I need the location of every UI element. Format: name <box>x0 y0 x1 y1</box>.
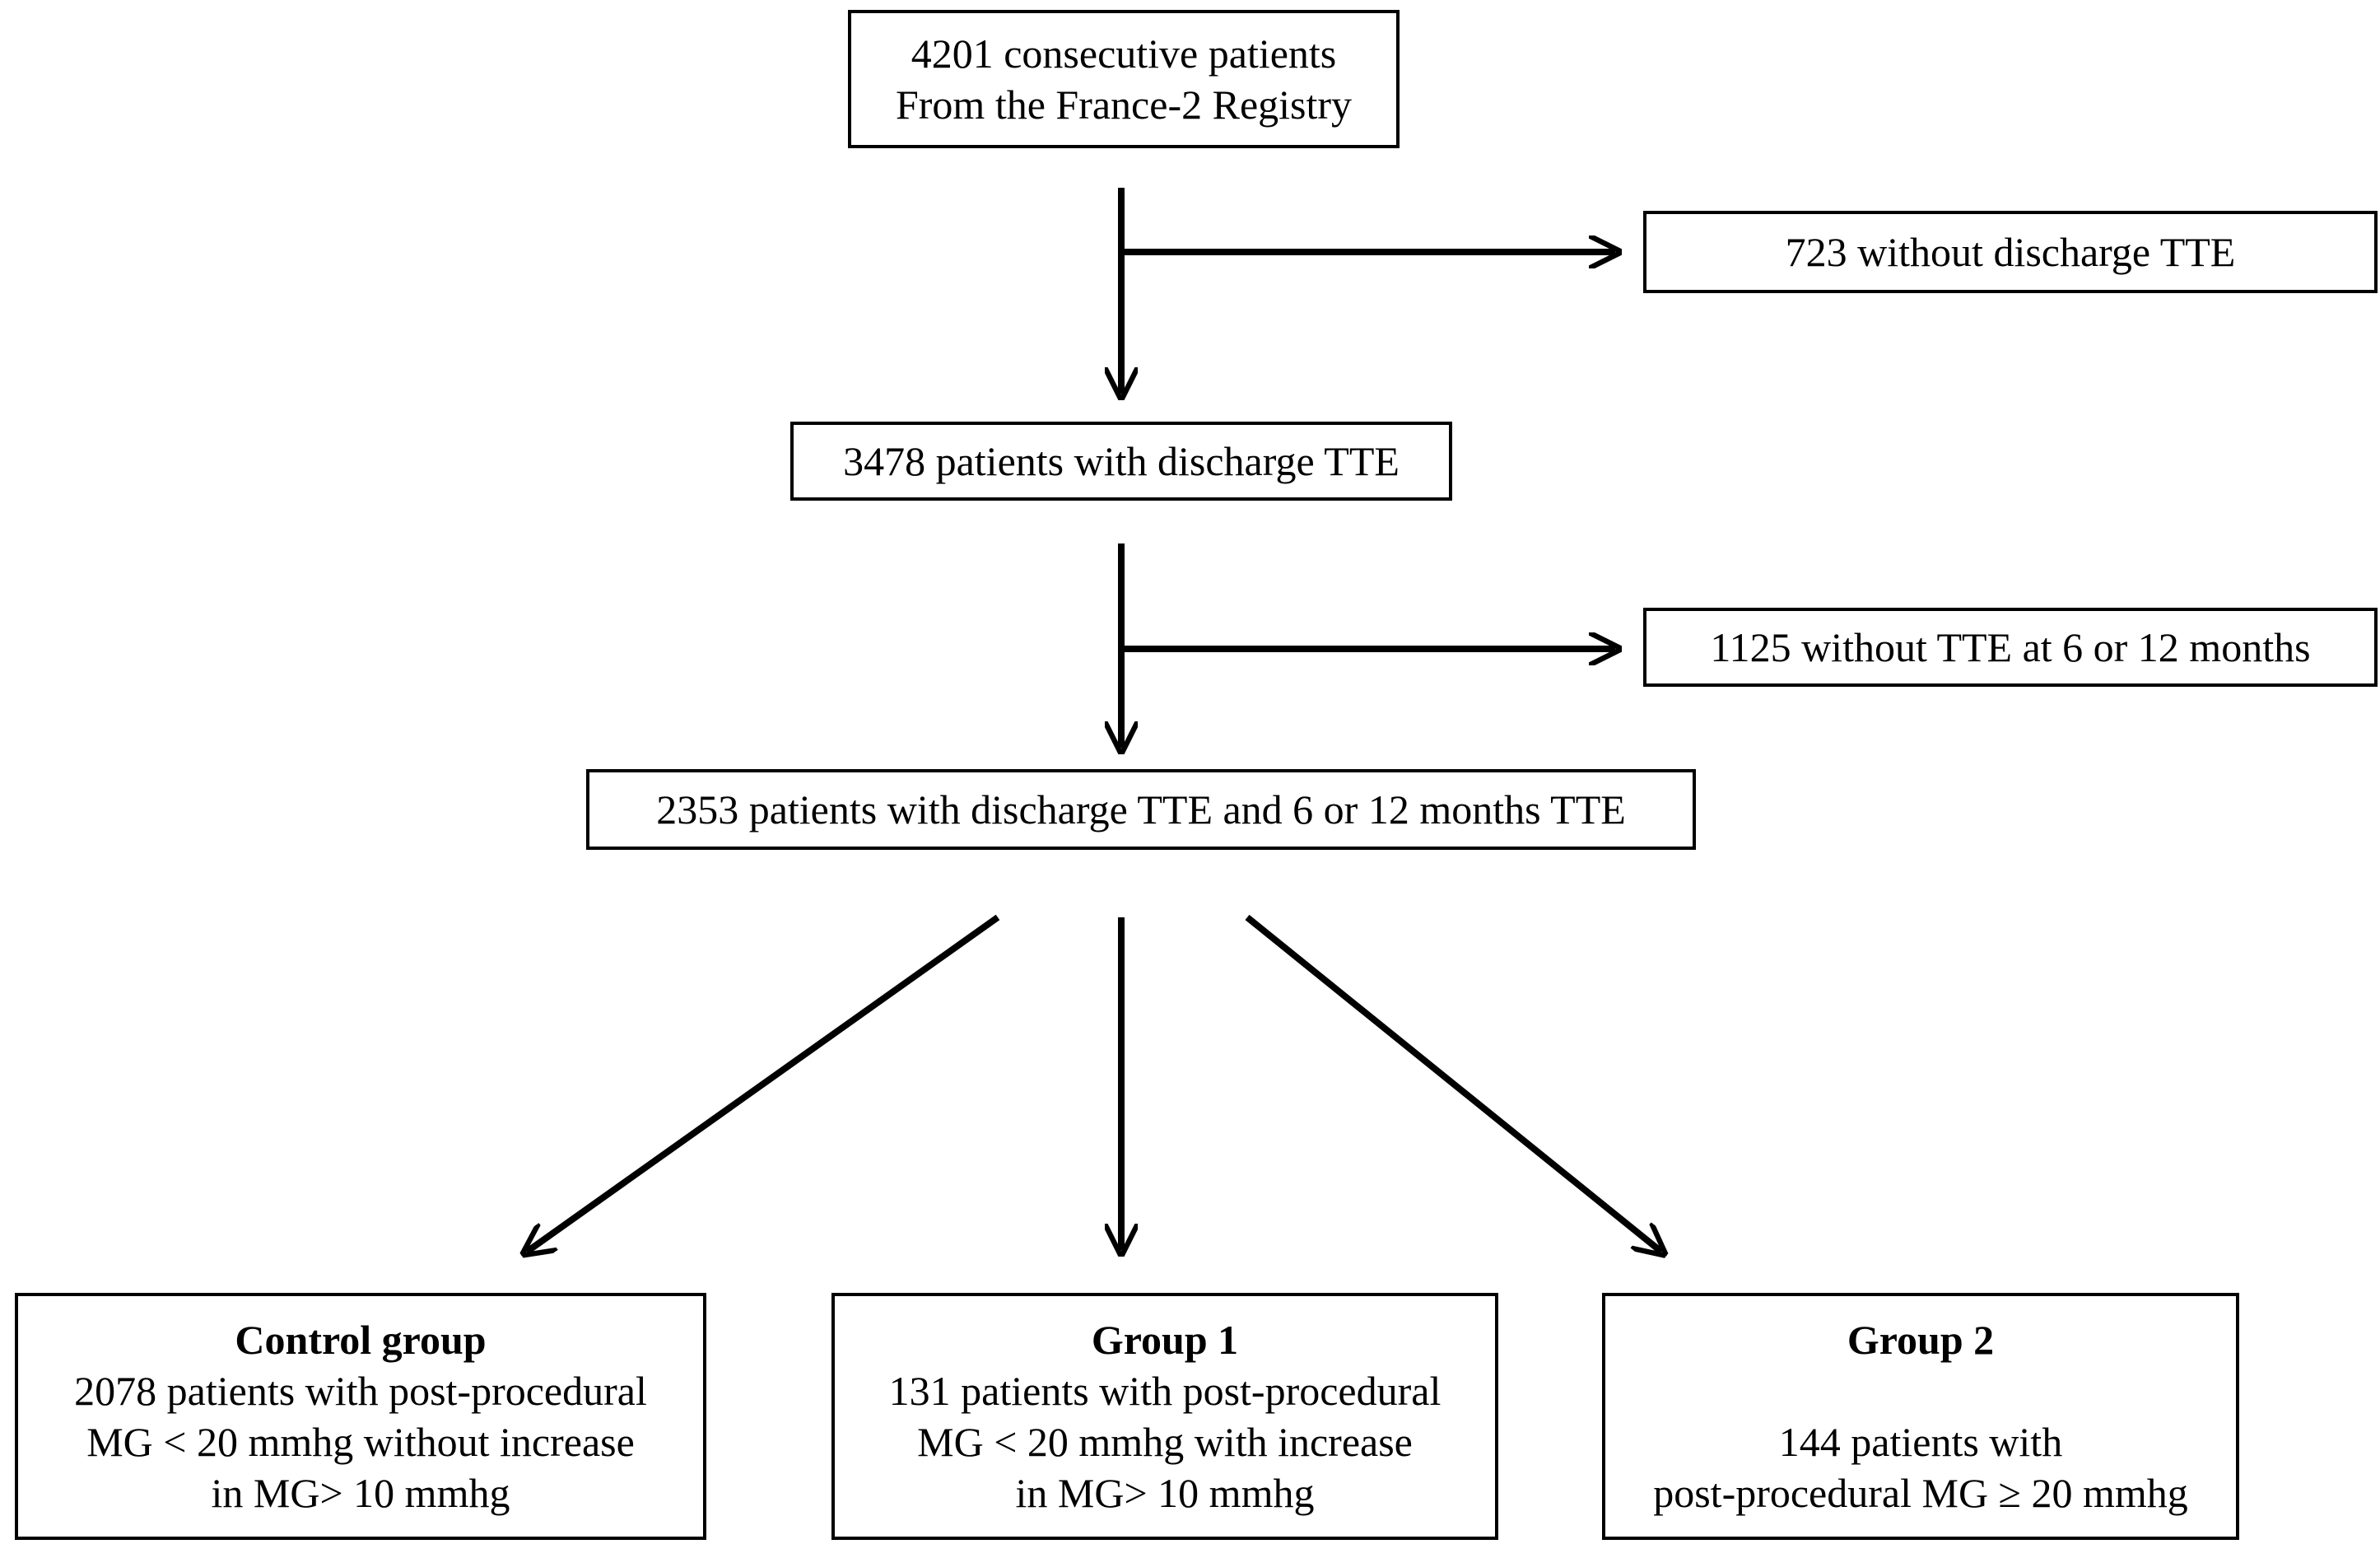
arrow-to-control-group <box>527 914 1000 1252</box>
group1-box: Group 1 131 patients with post-procedura… <box>831 1293 1498 1540</box>
group1-line1: 131 patients with post-procedural <box>888 1368 1442 1414</box>
exclusion2-box: 1125 without TTE at 6 or 12 months <box>1643 608 2378 687</box>
control-group-title: Control group <box>235 1317 487 1363</box>
group2-title: Group 2 <box>1847 1317 1995 1363</box>
exclusion1-box: 723 without discharge TTE <box>1643 211 2378 293</box>
control-group-box: Control group 2078 patients with post-pr… <box>15 1293 706 1540</box>
control-group-line1: 2078 patients with post-procedural <box>74 1368 647 1414</box>
start-box: 4201 consecutive patients From the Franc… <box>848 10 1400 148</box>
group2-line2: post-procedural MG ≥ 20 mmhg <box>1653 1470 2188 1516</box>
step3-box: 2353 patients with discharge TTE and 6 o… <box>586 769 1696 850</box>
arrow-to-group2 <box>1245 914 1661 1252</box>
control-group-line2: MG < 20 mmhg without increase <box>86 1419 635 1465</box>
group1-line2: MG < 20 mmhg with increase <box>917 1419 1413 1465</box>
group1-line3: in MG> 10 mmhg <box>1015 1470 1315 1516</box>
group2-box: Group 2 144 patients with post-procedura… <box>1602 1293 2239 1540</box>
exclusion2-text: 1125 without TTE at 6 or 12 months <box>1710 624 2311 670</box>
group1-title: Group 1 <box>1091 1317 1239 1363</box>
group2-line1: 144 patients with <box>1778 1419 2063 1465</box>
step3-text: 2353 patients with discharge TTE and 6 o… <box>656 786 1626 833</box>
exclusion1-text: 723 without discharge TTE <box>1785 229 2236 275</box>
control-group-line3: in MG> 10 mmhg <box>211 1470 510 1516</box>
step2-box: 3478 patients with discharge TTE <box>790 422 1452 501</box>
step2-text: 3478 patients with discharge TTE <box>843 438 1400 484</box>
start-line1: 4201 consecutive patients <box>911 30 1337 77</box>
start-line2: From the France-2 Registry <box>895 82 1353 128</box>
